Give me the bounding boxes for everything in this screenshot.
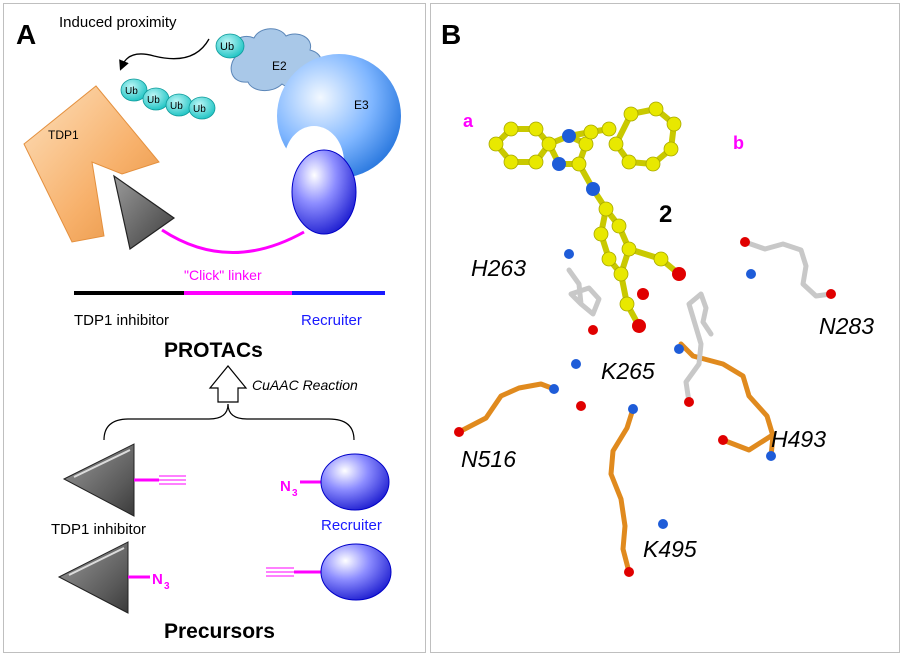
- cuaac-label: CuAAC Reaction: [252, 377, 358, 393]
- precursor-tdp1-inhibitor-label: TDP1 inhibitor: [51, 521, 146, 538]
- site-b-label: b: [733, 133, 744, 153]
- ub-label: Ub: [147, 95, 160, 106]
- panel-b-molecular-model: B: [441, 19, 874, 577]
- e3-label: E3: [354, 98, 369, 112]
- panel-b-letter: B: [441, 19, 461, 50]
- residue-label-n283: N283: [819, 313, 874, 339]
- tdp1-protein: TDP1: [23, 85, 160, 243]
- heteroatoms: [454, 237, 836, 577]
- n3-label: N: [152, 571, 163, 588]
- panel-a: A Induced proximity E2 Ub E3 Ub Ub Ub Ub…: [3, 3, 426, 653]
- precursor-recruiter-azide: N 3: [280, 453, 390, 511]
- ub-label: Ub: [125, 86, 138, 97]
- n3-label: N: [280, 478, 291, 495]
- proximity-arrow: [119, 38, 210, 71]
- protacs-title: PROTACs: [164, 339, 263, 362]
- ub-chain: Ub Ub Ub Ub: [120, 78, 216, 120]
- recruiter-label: Recruiter: [301, 312, 362, 329]
- precursor-recruiter-label: Recruiter: [321, 517, 382, 534]
- residue-label-k265: K265: [601, 358, 655, 384]
- panel-b: B: [430, 3, 900, 653]
- n3-subscript: 3: [292, 488, 298, 499]
- tdp1-inhibitor-label: TDP1 inhibitor: [74, 312, 169, 329]
- tdp1-label: TDP1: [48, 128, 79, 142]
- panel-a-diagram: A Induced proximity E2 Ub E3 Ub Ub Ub Ub…: [16, 14, 401, 643]
- hollow-up-arrow: [208, 365, 248, 403]
- precursor-recruiter-alkyne: [266, 543, 392, 601]
- precursor-inhibitor-alkyne: [62, 443, 186, 517]
- ub-on-e2: Ub: [215, 33, 245, 59]
- precursor-inhibitor-azide: N 3: [57, 541, 170, 614]
- e2-label: E2: [272, 59, 287, 73]
- n3-subscript: 3: [164, 581, 170, 592]
- induced-proximity-label: Induced proximity: [59, 14, 177, 31]
- ub-label: Ub: [220, 41, 234, 53]
- residue-label-k495: K495: [643, 536, 697, 562]
- brace: [103, 403, 355, 441]
- click-linker-label: "Click" linker: [184, 267, 262, 283]
- precursors-title: Precursors: [164, 620, 275, 643]
- ub-label: Ub: [170, 101, 183, 112]
- residue-label-h493: H493: [771, 426, 826, 452]
- inhibitor-triangle: [113, 174, 176, 251]
- compound-label: 2: [659, 201, 672, 228]
- ligand-compound-2: [488, 101, 686, 333]
- site-a-label: a: [463, 111, 474, 131]
- residue-label-h263: H263: [471, 255, 526, 281]
- recruiter-ellipse: [291, 149, 357, 235]
- click-linker-curve: [161, 228, 305, 254]
- ub-label: Ub: [193, 104, 206, 115]
- residue-label-n516: N516: [461, 446, 516, 472]
- panel-a-letter: A: [16, 19, 36, 50]
- grey-residues: [566, 239, 834, 405]
